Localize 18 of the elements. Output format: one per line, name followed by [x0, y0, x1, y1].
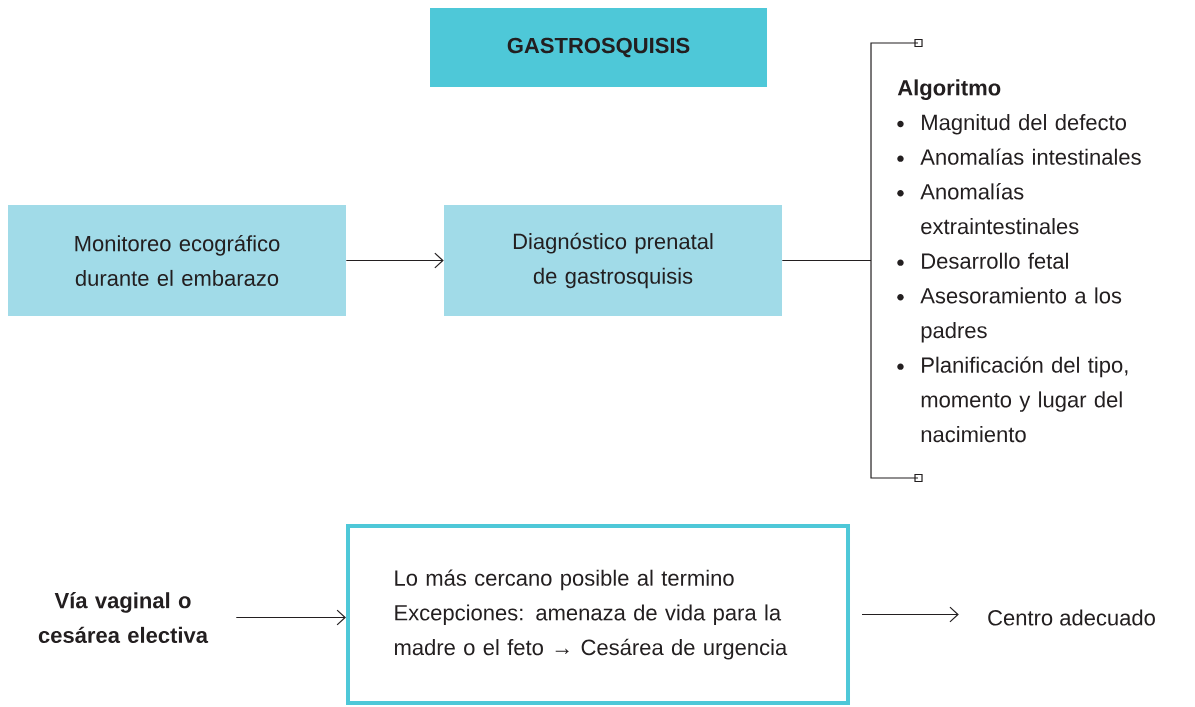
node-label: Asesoramiento a los padres	[920, 287, 1122, 343]
node-label: Anomalías extraintestinales	[920, 183, 1079, 235]
arrow	[235, 609, 346, 626]
process-box: Diagnóstico prenatal de gastrosquisis	[444, 205, 782, 316]
node-label: Desarrollo fetal	[922, 252, 1068, 269]
node-label: Algoritmo	[897, 79, 1001, 100]
text-label: Vía vaginal o cesárea electiva	[38, 592, 209, 643]
connector-line	[781, 259, 872, 262]
node-label: Magnitud del defecto	[922, 114, 1127, 135]
title-box: GASTROSQUISIS	[430, 8, 767, 87]
bracket-list: Algoritmo Magnitud del defecto Anomalías intestinales Anomalías extraintestinales Desarrollo fetal Asesoramiento a los padres Planificación del tipo, momento y lugar del nacimiento	[870, 38, 1141, 483]
node-label: Anomalías intestinales	[920, 148, 1141, 165]
text-label: Centro adecuado	[988, 609, 1155, 626]
text-box: Lo más cercano posible al termino Excepciones: amenaza de vida para la madre o el feto → Cesárea de urgencia	[346, 524, 850, 705]
arrow	[861, 606, 959, 623]
process-box: Monitoreo ecográfico durante el embarazo	[8, 205, 346, 316]
arrow	[345, 252, 444, 269]
node-label: Planificación del tipo, momento y lugar del nacimiento	[921, 356, 1128, 443]
